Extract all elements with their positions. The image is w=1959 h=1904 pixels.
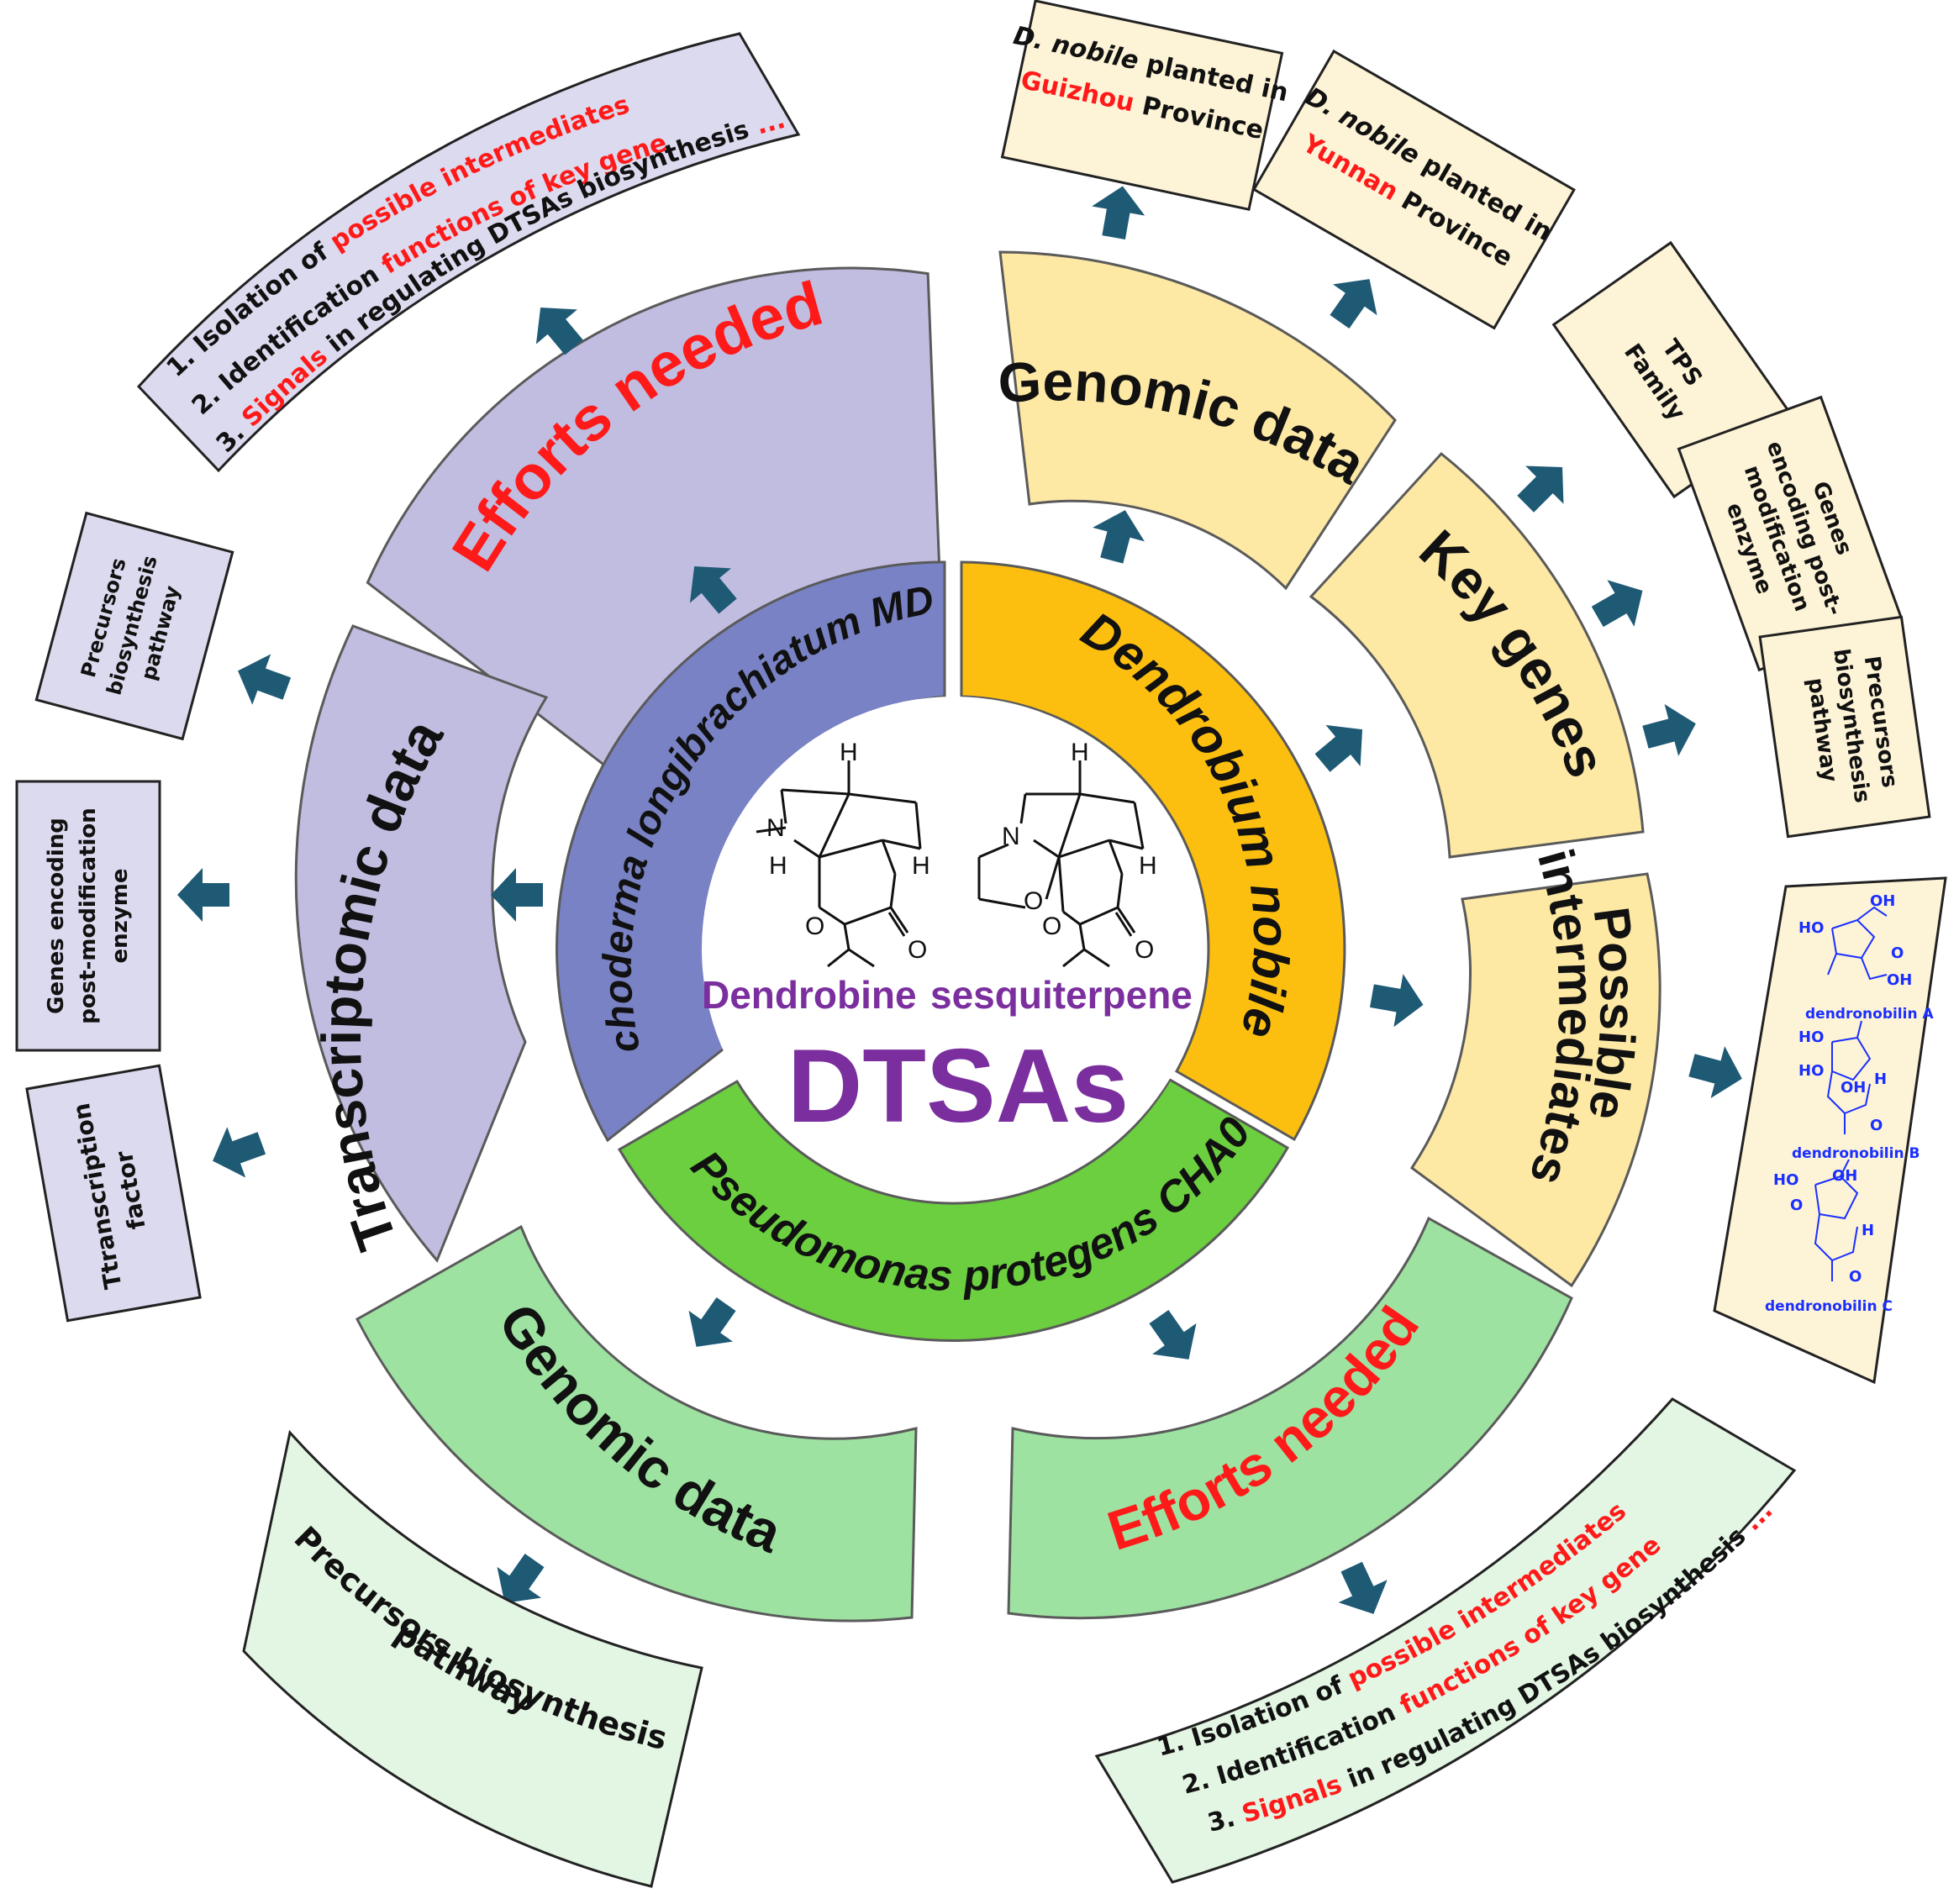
cC-h: H: [1862, 1222, 1874, 1239]
fungus-transcriptomic-segment: [294, 624, 549, 1263]
plant-precursors-box: Precursors biosynthesis pathway: [1758, 615, 1931, 839]
plant-inner-segment: [960, 560, 1346, 1142]
guizhou-box: D. nobile planted in Guizhou Province: [1000, 0, 1291, 211]
arrow-plant-intermediates: [1369, 974, 1424, 1028]
arrow-genomic-guizhou: [1092, 186, 1145, 240]
arrow-trans-tf: [213, 1127, 266, 1178]
fungus-genes-line1: Genes encoding: [44, 818, 69, 1014]
atom-o-keto-2: O: [1135, 936, 1154, 964]
bacterium-efforts-box: [1094, 1397, 1797, 1884]
yunnan-box: D. nobile planted in Yunnan Province: [1252, 49, 1576, 330]
atom-n-2: N: [1002, 823, 1020, 850]
sesquiterpene-atoms: H N O H O O: [1002, 739, 1157, 964]
arrow-intermediates-compounds: [1688, 1046, 1742, 1098]
cA-o: O: [1891, 944, 1904, 962]
fungus-precursors-box: Precursors biosynthesis pathway: [34, 511, 234, 741]
compound-c-name: dendronobilin C: [1765, 1298, 1893, 1315]
cB-ho-1: HO: [1798, 1028, 1824, 1046]
cC-o-1: O: [1790, 1197, 1803, 1214]
compounds-box: [1713, 876, 1947, 1385]
bacterium-precursors-box: [242, 1429, 703, 1888]
compound-atom-labels: OH HO O OH HO HO OH H O HO OH O H O: [1773, 892, 1912, 1286]
arrow-genomic-yunnan: [1330, 279, 1377, 329]
dtsas-title: DTSAs: [787, 1028, 1130, 1144]
sesquiterpene-label: sesquiterpene: [930, 973, 1193, 1017]
atom-o-bridge-2: O: [1042, 913, 1061, 940]
cB-ho-2: HO: [1798, 1062, 1824, 1080]
arrow-fungus-efforts: [689, 565, 737, 614]
arrow-key-tps: [1517, 465, 1564, 513]
cA-oh-1: OH: [1870, 892, 1895, 910]
compound-names: dendronobilin A dendronobilin B dendrono…: [1765, 1006, 1934, 1315]
cC-o-2: O: [1849, 1268, 1862, 1286]
atom-h-top-2: H: [1071, 739, 1089, 766]
bacterium-efforts-segment: [1007, 1216, 1573, 1620]
fungus-genes-line2: post-modification: [76, 807, 101, 1024]
arrow-bact-efforts: [1149, 1310, 1197, 1360]
arrow-fungus-trans: [491, 868, 543, 922]
compound-structures: [1814, 906, 1888, 1281]
cB-o: O: [1870, 1117, 1883, 1134]
dendrobine-structure: [756, 760, 922, 968]
cC-ho: HO: [1773, 1171, 1798, 1189]
compound-a-name: dendronobilin A: [1805, 1006, 1934, 1023]
genes-post-box: Genes encoding post- modification enzyme: [1677, 395, 1904, 672]
fungus-genes-box: Genes encoding post-modification enzyme: [15, 780, 161, 1052]
atom-h-right-1: H: [912, 852, 930, 880]
atom-h-left-1: H: [769, 852, 787, 880]
arrow-key-precursors: [1642, 704, 1696, 756]
arrow-efforts-box1: [535, 307, 583, 355]
dendrobine-atoms: H N H H O O: [766, 739, 930, 964]
arrow-bact-genomic: [688, 1297, 736, 1347]
arrow-genomic-precursors: [497, 1554, 545, 1603]
arrow-trans-prec: [238, 654, 292, 705]
compound-b-name: dendronobilin B: [1792, 1145, 1920, 1162]
cA-oh-2: OH: [1887, 971, 1912, 989]
plant-keygenes-segment: [1309, 451, 1645, 859]
bacterium-inner-segment: [617, 1077, 1290, 1342]
atom-h-right-2: H: [1139, 852, 1157, 880]
atom-o-ring-2: O: [1024, 887, 1043, 915]
cA-ho: HO: [1798, 919, 1824, 937]
cB-oh: OH: [1841, 1079, 1866, 1097]
fungus-efforts-box: [136, 32, 801, 473]
bacterium-genomic-segment: [355, 1224, 918, 1623]
plant-intermediates-segment: [1409, 872, 1661, 1288]
fungus-tf-box: Ttranscription factor: [25, 1064, 202, 1323]
atom-n-1: N: [766, 814, 785, 842]
arrow-plant-keygenes: [1314, 724, 1363, 772]
atom-h-top-1: H: [840, 739, 858, 766]
atom-o-bridge-1: O: [805, 913, 824, 940]
fungus-genes-line3: enzyme: [108, 869, 133, 964]
arrow-key-genes-post: [1591, 580, 1643, 628]
arrow-plant-genomic: [1093, 510, 1145, 564]
sesquiterpene-structure: [977, 760, 1145, 968]
arrow-trans-genes: [177, 868, 229, 922]
atom-o-keto-1: O: [908, 936, 927, 964]
dendrobine-label: Dendrobine: [702, 973, 917, 1017]
arrows: [177, 186, 1742, 1614]
cC-oh: OH: [1832, 1167, 1857, 1185]
plant-genomic-segment: [998, 250, 1397, 591]
center-disk: [702, 697, 1206, 1201]
cB-h: H: [1874, 1070, 1887, 1088]
arrow-efforts-box2: [1338, 1561, 1388, 1614]
